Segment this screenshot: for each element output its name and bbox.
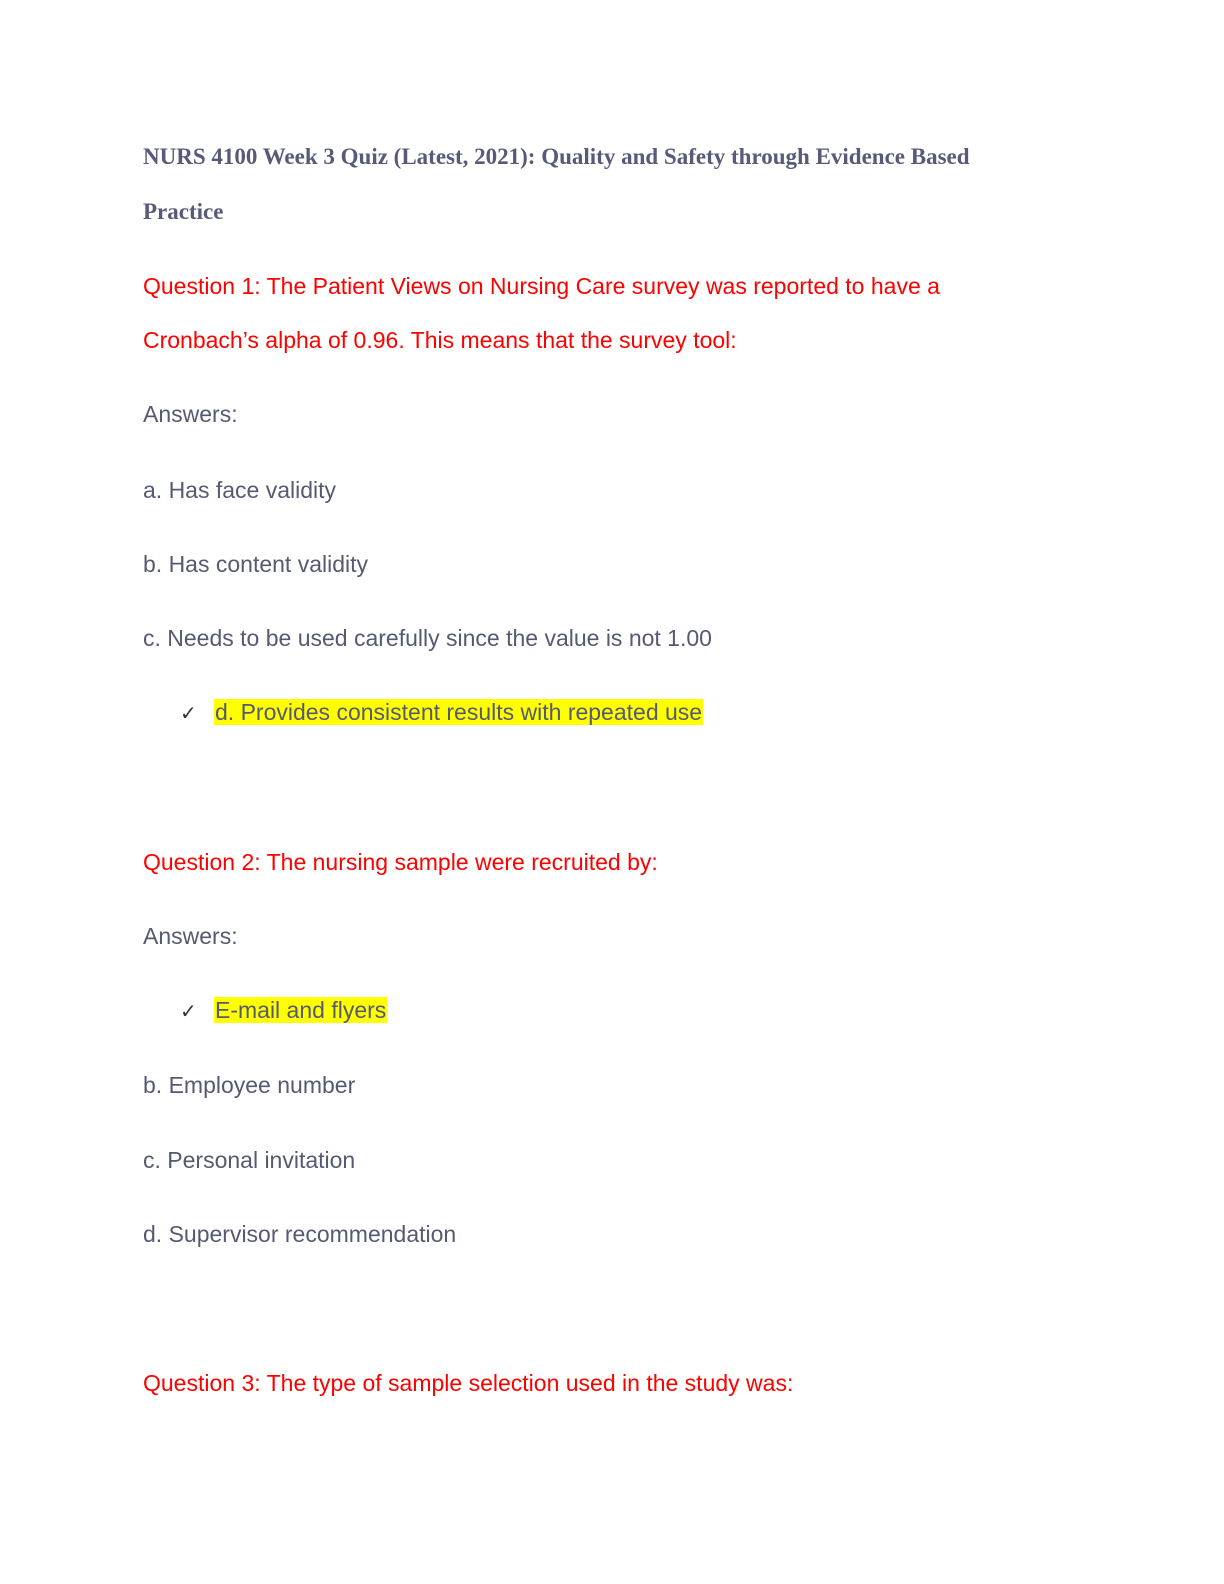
question-2-option-c: c. Personal invitation <box>143 1147 356 1173</box>
question-2-option-a-highlighted: E-mail and flyers <box>214 997 388 1023</box>
question-1-option-b: b. Has content validity <box>143 551 369 577</box>
question-1-option-c: c. Needs to be used carefully since the … <box>143 625 712 651</box>
checkmark-icon: ✓ <box>180 701 197 725</box>
question-1-answers-label: Answers: <box>143 401 238 427</box>
question-2-option-b: b. Employee number <box>143 1072 356 1098</box>
question-2-text: Question 2: The nursing sample were recr… <box>143 849 658 875</box>
question-3-text: Question 3: The type of sample selection… <box>143 1370 794 1396</box>
question-1-option-a: a. Has face validity <box>143 477 337 503</box>
question-2-correct-answer: ✓ E-mail and flyers <box>180 995 388 1026</box>
question-2-option-d: d. Supervisor recommendation <box>143 1221 457 1247</box>
document-title-line-1: NURS 4100 Week 3 Quiz (Latest, 2021): Qu… <box>143 144 970 169</box>
question-2-answers-label: Answers: <box>143 923 238 949</box>
checkmark-icon: ✓ <box>180 999 197 1023</box>
question-1-option-d-highlighted: d. Provides consistent results with repe… <box>214 699 704 725</box>
document-title-line-2: Practice <box>143 199 224 224</box>
question-1-text-line-1: Question 1: The Patient Views on Nursing… <box>143 273 940 299</box>
question-1-correct-answer: ✓ d. Provides consistent results with rep… <box>180 697 704 728</box>
question-1-text-line-2: Cronbach’s alpha of 0.96. This means tha… <box>143 327 737 353</box>
